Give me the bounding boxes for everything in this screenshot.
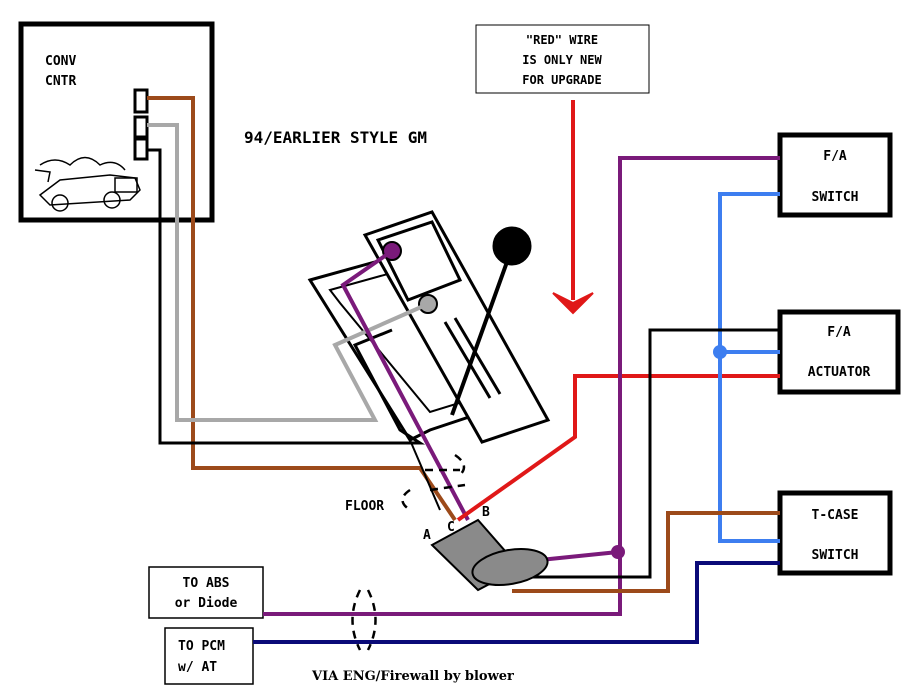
wire-black-conv: [147, 148, 426, 445]
pin-label-b: B: [482, 505, 490, 520]
wire-blue: [718, 192, 780, 543]
red-arrow-icon: [552, 100, 594, 315]
tcase-switch-box: T-CASE SWITCH: [777, 490, 893, 576]
wire-gray: [147, 123, 429, 422]
terminal-gray: [133, 115, 149, 139]
abs-box: TO ABS or Diode: [148, 566, 264, 619]
note-line1: "RED" WIRE: [526, 33, 598, 47]
note-box: "RED" WIRE IS ONLY NEW FOR UPGRADE: [475, 24, 650, 94]
conv-cntr-label-line2: CNTR: [45, 74, 76, 89]
pin-label-c: C: [447, 520, 455, 535]
terminal-brown: [133, 88, 149, 114]
fa-actuator-line1: F/A: [827, 325, 851, 340]
fa-switch-line1: F/A: [823, 149, 847, 164]
truck-doodle-icon: [34, 156, 141, 212]
fa-switch-box: F/A SWITCH: [777, 132, 893, 218]
wire-navy-pcm: [253, 561, 780, 644]
wire-brown-conv: [147, 96, 457, 522]
fa-switch-line2: SWITCH: [812, 190, 859, 205]
fa-actuator-line2: ACTUATOR: [808, 365, 871, 380]
wire-harness-column: [409, 439, 441, 511]
pcm-line1: TO PCM: [178, 639, 225, 654]
floor-label: FLOOR: [345, 499, 384, 514]
tcase-switch-line2: SWITCH: [812, 548, 859, 563]
pcm-box: TO PCM w/ AT: [164, 627, 254, 685]
conv-cntr-label-line1: CONV: [45, 54, 76, 69]
junction-blue: [713, 345, 727, 359]
conv-cntr-module: CONV CNTR: [18, 21, 215, 223]
pcm-line2: w/ AT: [178, 660, 217, 675]
wire-black-actuator: [530, 328, 780, 579]
wire-brown-tcase: [512, 511, 780, 593]
abs-line1: TO ABS: [183, 576, 230, 591]
wire-purple-connector: [539, 550, 619, 562]
wire-purple-shifter: [340, 249, 470, 521]
diagram-title: 94/EARLIER STYLE GM: [244, 128, 427, 147]
pin-label-a: A: [423, 528, 431, 543]
terminal-black: [133, 137, 149, 161]
note-line2: IS ONLY NEW: [522, 53, 602, 67]
junction-purple: [611, 545, 625, 559]
wires: [147, 96, 780, 644]
tcase-switch-line1: T-CASE: [812, 508, 859, 523]
via-label: VIA ENG/Firewall by blower: [311, 669, 514, 684]
fa-actuator-box: F/A ACTUATOR: [777, 309, 901, 395]
note-line3: FOR UPGRADE: [522, 73, 601, 87]
shifter-assembly: [307, 210, 551, 444]
floor-grommet: [401, 453, 466, 512]
abs-line2: or Diode: [175, 596, 238, 611]
shift-knob-icon: [492, 226, 532, 266]
connector-plug-icon: [430, 518, 549, 592]
wire-purple-fa: [263, 156, 780, 616]
firewall-grommet: [351, 589, 377, 651]
wire-red: [456, 374, 780, 522]
